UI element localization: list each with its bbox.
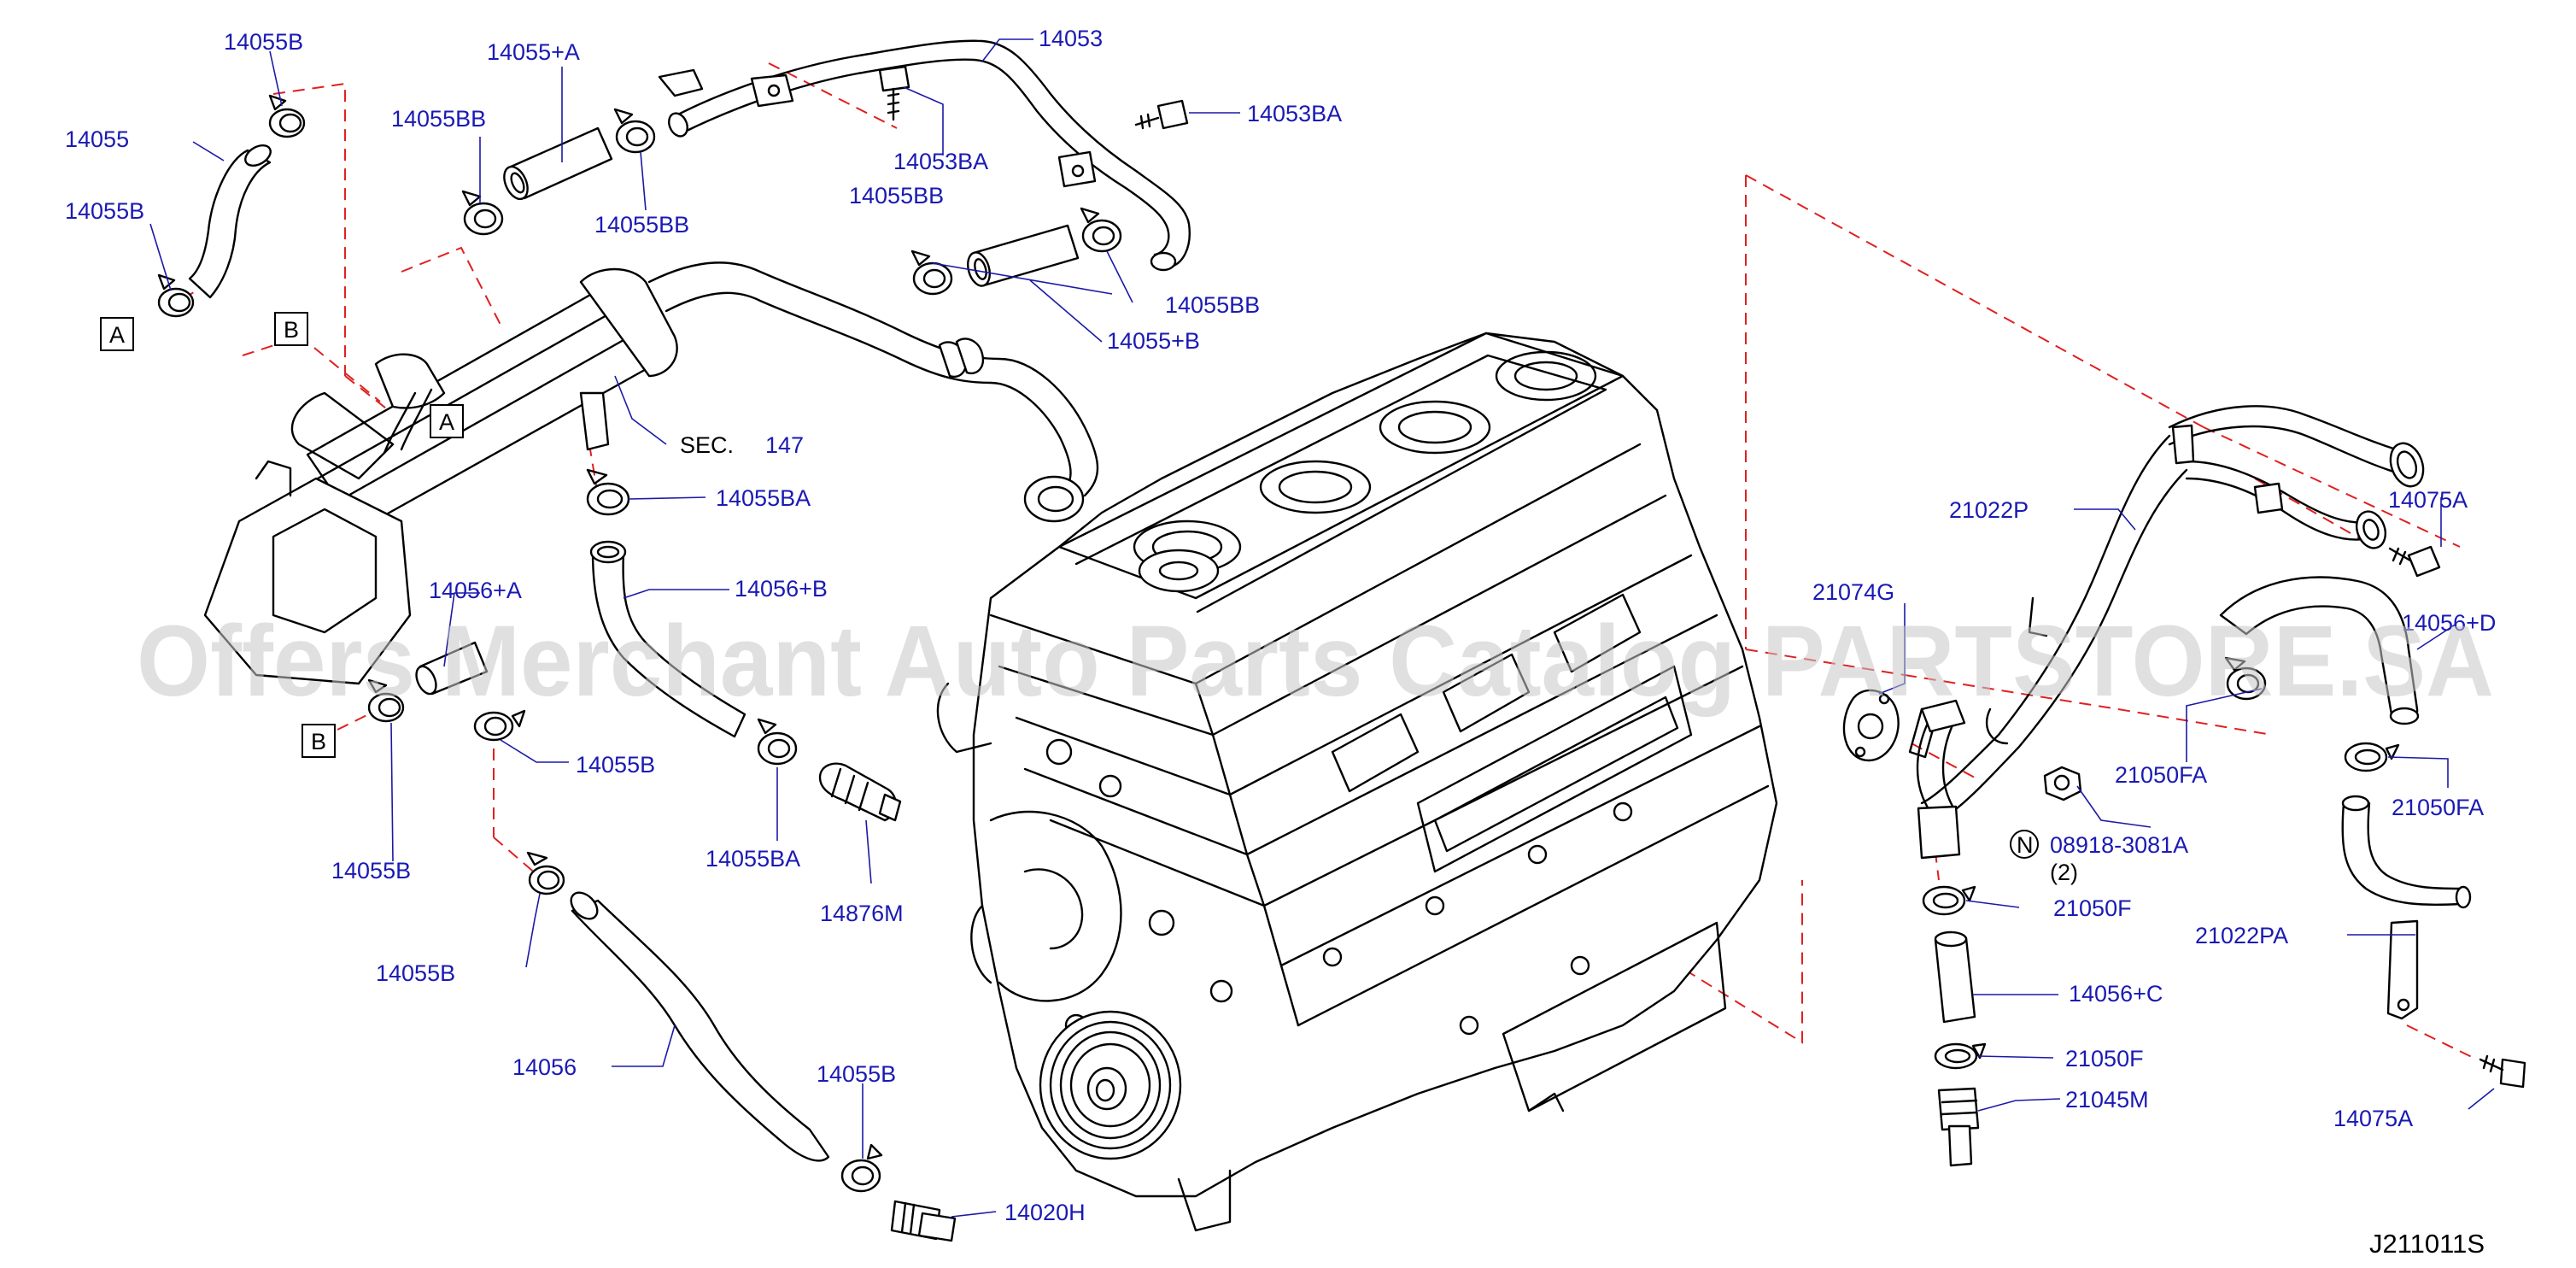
label-14056c[interactable]: 14056+C bbox=[2069, 981, 2163, 1007]
label-14055[interactable]: 14055 bbox=[65, 126, 129, 152]
callout-box-a-left: A bbox=[100, 317, 134, 351]
clamp-14055ba-1[interactable] bbox=[586, 468, 630, 516]
label-14055b[interactable]: 14055B bbox=[376, 960, 455, 986]
label-14055ba[interactable]: 14055BA bbox=[716, 485, 811, 511]
label-14075a[interactable]: 14075A bbox=[2388, 487, 2468, 513]
bolt-14075a-1[interactable] bbox=[2388, 545, 2441, 578]
label-14055bb[interactable]: 14055BB bbox=[849, 183, 944, 208]
label-14056d[interactable]: 14056+D bbox=[2402, 610, 2496, 636]
hose-14056a[interactable] bbox=[413, 641, 489, 697]
clamp-14055bb-1[interactable] bbox=[461, 190, 504, 236]
label-14075a[interactable]: 14075A bbox=[2333, 1106, 2413, 1131]
label-14020h[interactable]: 14020H bbox=[1004, 1200, 1086, 1225]
label-sec-ref[interactable]: SEC. bbox=[680, 432, 734, 458]
label-14055b[interactable]: 14055B bbox=[65, 198, 144, 224]
drawing-code: J211011S bbox=[2369, 1229, 2485, 1259]
label-14056[interactable]: 14056 bbox=[512, 1054, 577, 1080]
egr-cooler[interactable] bbox=[203, 261, 1099, 685]
clamp-14055bb-2[interactable] bbox=[613, 108, 656, 154]
callout-box-b-mid: B bbox=[302, 724, 336, 758]
sensor-14876m[interactable] bbox=[818, 762, 902, 822]
label-21045m[interactable]: 21045M bbox=[2065, 1087, 2149, 1112]
hose-14056d[interactable] bbox=[2219, 576, 2420, 725]
label-14056a[interactable]: 14056+A bbox=[429, 578, 522, 603]
label-sec-number[interactable]: 147 bbox=[765, 432, 804, 458]
hose-14055b-plus[interactable] bbox=[964, 224, 1080, 289]
label-21074g[interactable]: 21074G bbox=[1812, 579, 1894, 605]
bolt-14075a-2[interactable] bbox=[2479, 1054, 2526, 1089]
watermark-text: Offers Merchant Auto Parts Catalog PARTS… bbox=[137, 605, 2494, 718]
bolt-14053ba-2[interactable] bbox=[1134, 99, 1189, 130]
label-21050fa[interactable]: 21050FA bbox=[2392, 795, 2484, 820]
clamp-14055b-left[interactable] bbox=[157, 273, 195, 318]
label-note-qty: (2) bbox=[2050, 860, 2078, 885]
svg-text:B: B bbox=[311, 729, 326, 754]
label-21022pa[interactable]: 21022PA bbox=[2195, 923, 2288, 948]
callout-box-b-left: B bbox=[274, 312, 308, 346]
clamp-14055b-top[interactable] bbox=[268, 94, 306, 138]
label-21050fa[interactable]: 21050FA bbox=[2115, 762, 2207, 788]
svg-text:B: B bbox=[284, 317, 299, 343]
hose-14056[interactable] bbox=[566, 888, 830, 1162]
svg-text:A: A bbox=[439, 409, 454, 435]
note-symbol: N bbox=[2010, 830, 2039, 859]
nut-08918[interactable] bbox=[2043, 766, 2082, 801]
clamp-14055bb-4[interactable] bbox=[1080, 207, 1122, 253]
upper-left-hoses bbox=[157, 94, 656, 318]
callout-box-a-mid: A bbox=[430, 404, 464, 438]
part-labels: 14055B 14055 14055B 14055+A 14055BB 1405… bbox=[65, 26, 2496, 1225]
svg-text:N: N bbox=[2017, 832, 2034, 858]
clamp-21050fa-1[interactable] bbox=[2224, 656, 2267, 701]
leader-lines bbox=[149, 38, 2495, 1218]
gasket-21074g[interactable] bbox=[1842, 689, 1900, 762]
clamp-14055b-bot[interactable] bbox=[526, 851, 565, 895]
label-14053[interactable]: 14053 bbox=[1039, 26, 1103, 51]
label-14056b[interactable]: 14056+B bbox=[735, 576, 828, 602]
hose-14055[interactable] bbox=[188, 149, 272, 299]
label-14055b[interactable]: 14055B bbox=[331, 858, 411, 883]
pipe-14053[interactable] bbox=[658, 39, 1191, 272]
label-14055b-plus[interactable]: 14055+B bbox=[1107, 328, 1200, 354]
clamp-14055ba-2[interactable] bbox=[757, 718, 798, 766]
fitting-14020h[interactable] bbox=[890, 1200, 957, 1242]
clamp-14055bb-3[interactable] bbox=[910, 249, 953, 296]
label-14053ba[interactable]: 14053BA bbox=[893, 149, 988, 174]
clamp-21050fa-2[interactable] bbox=[2344, 742, 2400, 772]
label-14055b[interactable]: 14055B bbox=[817, 1061, 896, 1087]
clamp-21050f-2[interactable] bbox=[1934, 1042, 1987, 1070]
clamp-14055b-mid[interactable] bbox=[367, 678, 405, 723]
fitting-21045m[interactable] bbox=[1937, 1087, 1980, 1167]
label-21022p[interactable]: 21022P bbox=[1949, 497, 2029, 523]
label-14055b[interactable]: 14055B bbox=[576, 752, 655, 778]
label-21050f[interactable]: 21050F bbox=[2065, 1046, 2144, 1071]
bolt-14053ba-1[interactable] bbox=[878, 65, 910, 121]
label-14055bb[interactable]: 14055BB bbox=[391, 106, 486, 132]
label-14055b[interactable]: 14055B bbox=[224, 29, 303, 55]
label-14055bb[interactable]: 14055BB bbox=[1165, 292, 1260, 318]
label-14876m[interactable]: 14876M bbox=[820, 901, 904, 926]
label-21050f[interactable]: 21050F bbox=[2053, 895, 2132, 921]
hose-14056b[interactable] bbox=[589, 540, 746, 738]
clamp-14055b-last[interactable] bbox=[840, 1143, 883, 1193]
pipe-21022p[interactable] bbox=[1908, 405, 2429, 860]
clamp-14055b-lower[interactable] bbox=[473, 709, 526, 742]
pipe-21022pa[interactable] bbox=[2341, 795, 2472, 1020]
label-14055ba[interactable]: 14055BA bbox=[705, 846, 800, 872]
engine-block bbox=[936, 332, 1778, 1232]
label-14053ba[interactable]: 14053BA bbox=[1247, 101, 1342, 126]
svg-text:A: A bbox=[109, 322, 125, 348]
hose-14056c[interactable] bbox=[1934, 930, 1976, 1024]
label-14055bb[interactable]: 14055BB bbox=[594, 212, 689, 238]
label-08918-3081a[interactable]: 08918-3081A bbox=[2050, 832, 2188, 858]
clamp-21050f-1[interactable] bbox=[1922, 885, 1976, 916]
label-14055a[interactable]: 14055+A bbox=[487, 39, 580, 65]
